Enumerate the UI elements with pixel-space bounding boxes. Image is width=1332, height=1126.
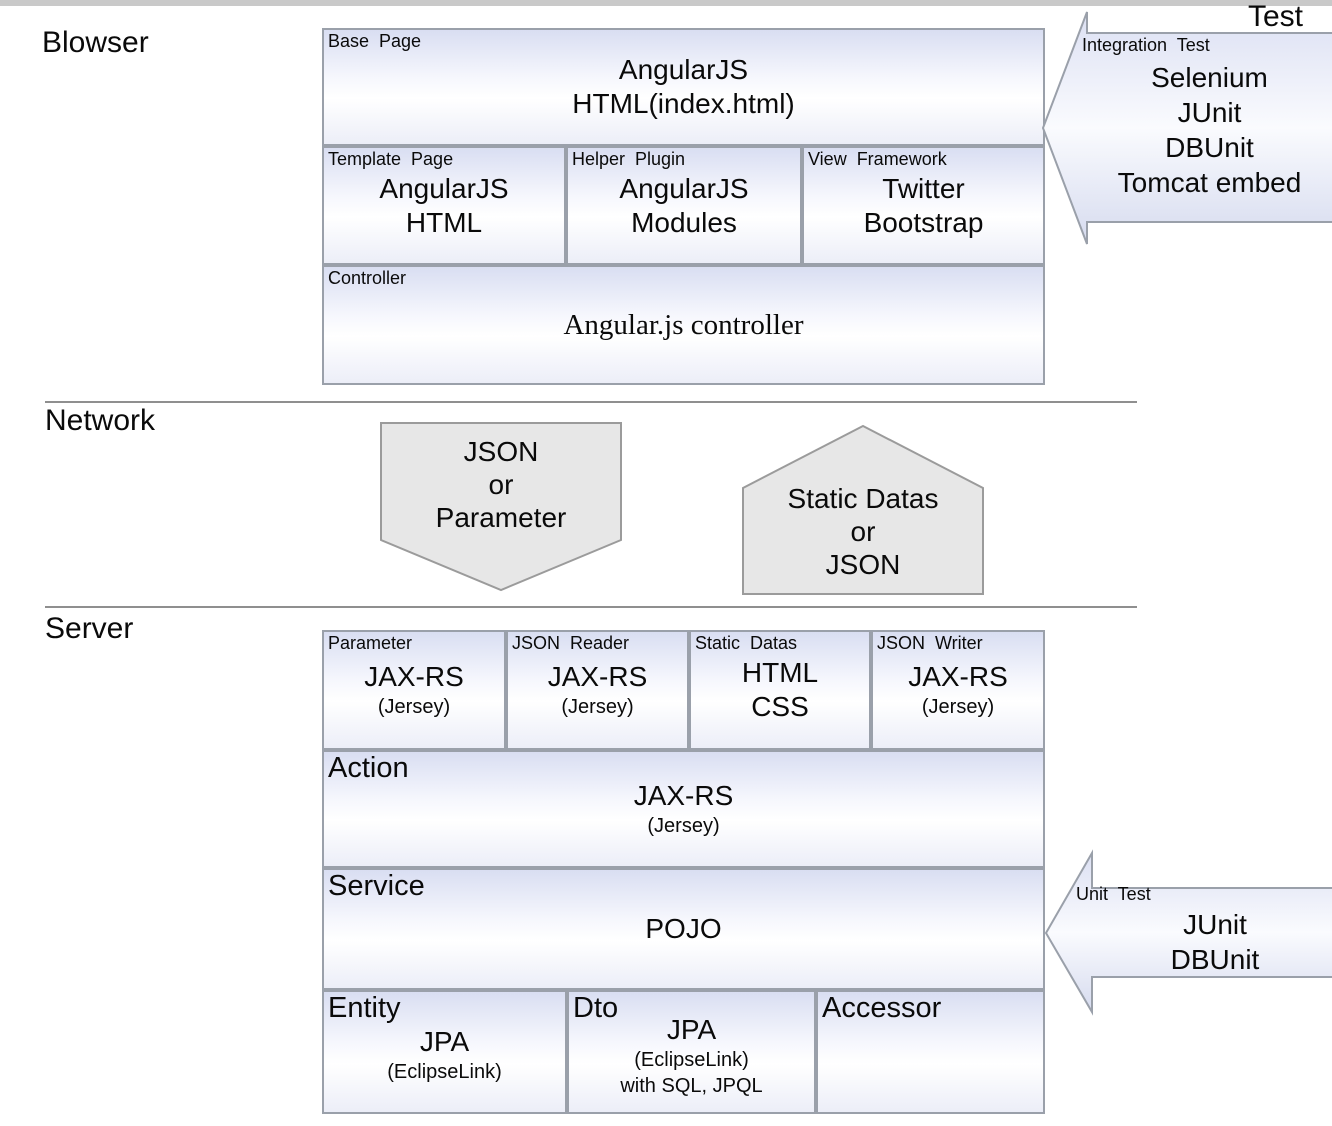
- entity-sub: (EclipseLink): [387, 1061, 502, 1083]
- window-top-strip: [0, 0, 1332, 6]
- parameter-box: Parameter JAX-RS (Jersey): [322, 630, 506, 750]
- dto-sub: (EclipseLink): [634, 1049, 749, 1071]
- server-divider-line: [45, 606, 1137, 608]
- json-writer-tag: JSON Writer: [877, 633, 983, 653]
- service-box: Service POJO: [322, 868, 1045, 990]
- integration-test-item: DBUnit: [1165, 132, 1254, 163]
- response-pentagon: Static Datas or JSON: [742, 424, 984, 596]
- dto-main: JPA: [666, 1014, 717, 1045]
- json-reader-sub: (Jersey): [561, 696, 634, 718]
- dto-tag: Dto: [573, 992, 619, 1024]
- template-page-tag: Template Page: [328, 149, 454, 169]
- helper-plugin-box: Helper Plugin AngularJS Modules: [566, 146, 802, 265]
- controller-body: Angular.js controller: [324, 267, 1043, 383]
- helper-plugin-line2: Modules: [631, 206, 737, 238]
- unit-test-items: JUnit DBUnit: [1100, 907, 1330, 977]
- response-line3: JSON: [825, 548, 901, 580]
- json-writer-main: JAX-RS: [908, 661, 1008, 692]
- json-reader-box: JSON Reader JAX-RS (Jersey): [506, 630, 689, 750]
- response-pentagon-text: Static Datas or JSON: [742, 424, 984, 596]
- request-pentagon-text: JSON or Parameter: [380, 422, 622, 592]
- controller-tag: Controller: [328, 268, 407, 288]
- view-framework-box: View Framework Twitter Bootstrap: [802, 146, 1045, 265]
- integration-test-item: JUnit: [1177, 97, 1242, 128]
- integration-test-arrow: Integration Test Selenium JUnit DBUnit T…: [1040, 8, 1332, 253]
- view-framework-tag: View Framework: [808, 149, 947, 169]
- base-page-body: AngularJS HTML(index.html): [324, 30, 1043, 144]
- helper-plugin-tag: Helper Plugin: [572, 149, 686, 169]
- dto-sub2: with SQL, JPQL: [620, 1075, 763, 1097]
- layer-label-server: Server: [45, 612, 134, 645]
- integration-test-items: Selenium JUnit DBUnit Tomcat embed: [1087, 60, 1332, 200]
- integration-test-item: Selenium: [1151, 62, 1268, 93]
- dto-box: Dto JPA (EclipseLink) with SQL, JPQL: [567, 990, 816, 1114]
- view-framework-line2: Bootstrap: [863, 206, 984, 238]
- base-page-tag: Base Page: [328, 31, 422, 51]
- controller-text: Angular.js controller: [563, 309, 804, 341]
- base-page-line2: HTML(index.html): [572, 88, 795, 119]
- service-body: POJO: [324, 870, 1043, 988]
- accessor-tag: Accessor: [822, 992, 942, 1024]
- static-datas-main2: CSS: [751, 691, 809, 722]
- static-datas-tag: Static Datas: [695, 633, 798, 653]
- test-title: Test: [1248, 0, 1304, 33]
- json-writer-body: JAX-RS (Jersey): [873, 632, 1043, 748]
- entity-main: JPA: [419, 1026, 470, 1057]
- json-writer-box: JSON Writer JAX-RS (Jersey): [871, 630, 1045, 750]
- view-framework-body: Twitter Bootstrap: [804, 148, 1043, 263]
- unit-test-item: JUnit: [1183, 909, 1247, 940]
- response-line1: Static Datas: [787, 482, 939, 514]
- json-reader-main: JAX-RS: [547, 661, 648, 692]
- base-page-box: Base Page AngularJS HTML(index.html): [322, 28, 1045, 146]
- parameter-sub: (Jersey): [377, 696, 451, 718]
- integration-test-arrow-shape: [1041, 11, 1332, 245]
- parameter-tag: Parameter: [328, 633, 413, 653]
- entity-box: Entity JPA (EclipseLink): [322, 990, 567, 1114]
- template-page-line1: AngularJS: [379, 172, 509, 204]
- template-page-line2: HTML: [405, 206, 483, 238]
- up-arrow-pentagon-shape: [742, 424, 984, 595]
- integration-test-item: Tomcat embed: [1117, 167, 1302, 198]
- helper-plugin-line1: AngularJS: [619, 172, 749, 204]
- action-sub: (Jersey): [647, 815, 720, 837]
- template-page-body: AngularJS HTML: [324, 148, 564, 263]
- static-datas-box: Static Datas HTML CSS: [689, 630, 871, 750]
- unit-test-arrow: Unit Test JUnit DBUnit: [1040, 845, 1332, 1030]
- parameter-main: JAX-RS: [364, 661, 464, 692]
- helper-plugin-body: AngularJS Modules: [568, 148, 800, 263]
- layer-label-browser: Blowser: [42, 26, 149, 59]
- action-body: JAX-RS (Jersey): [324, 752, 1043, 866]
- response-line2: or: [850, 515, 876, 547]
- layer-label-network: Network: [45, 404, 156, 437]
- unit-test-tag: Unit Test: [1076, 884, 1151, 904]
- view-framework-line1: Twitter: [882, 172, 965, 204]
- entity-tag: Entity: [328, 992, 401, 1024]
- json-writer-sub: (Jersey): [921, 696, 995, 718]
- service-main: POJO: [645, 913, 722, 944]
- static-datas-body: HTML CSS: [691, 632, 869, 748]
- integration-test-tag: Integration Test: [1082, 35, 1210, 55]
- action-box: Action JAX-RS (Jersey): [322, 750, 1045, 868]
- base-page-line1: AngularJS: [618, 54, 749, 85]
- dto-body: JPA (EclipseLink) with SQL, JPQL: [569, 992, 814, 1112]
- request-line3: Parameter: [435, 502, 567, 533]
- request-pentagon: JSON or Parameter: [380, 422, 622, 592]
- unit-test-arrow-shape: [1044, 849, 1332, 1016]
- request-line2: or: [488, 469, 514, 500]
- accessor-box: Accessor: [816, 990, 1045, 1114]
- service-tag: Service: [328, 870, 425, 902]
- action-main: JAX-RS: [633, 780, 734, 811]
- template-page-box: Template Page AngularJS HTML: [322, 146, 566, 265]
- json-reader-body: JAX-RS (Jersey): [508, 632, 687, 748]
- controller-box: Controller Angular.js controller: [322, 265, 1045, 385]
- action-tag: Action: [328, 752, 409, 784]
- request-line1: JSON: [463, 436, 539, 467]
- unit-test-item: DBUnit: [1170, 944, 1260, 975]
- json-reader-tag: JSON Reader: [512, 633, 630, 653]
- down-arrow-pentagon-shape: [380, 422, 622, 592]
- static-datas-main: HTML: [741, 657, 819, 688]
- entity-body: JPA (EclipseLink): [324, 992, 565, 1112]
- parameter-body: JAX-RS (Jersey): [324, 632, 504, 748]
- network-divider-line: [45, 401, 1137, 403]
